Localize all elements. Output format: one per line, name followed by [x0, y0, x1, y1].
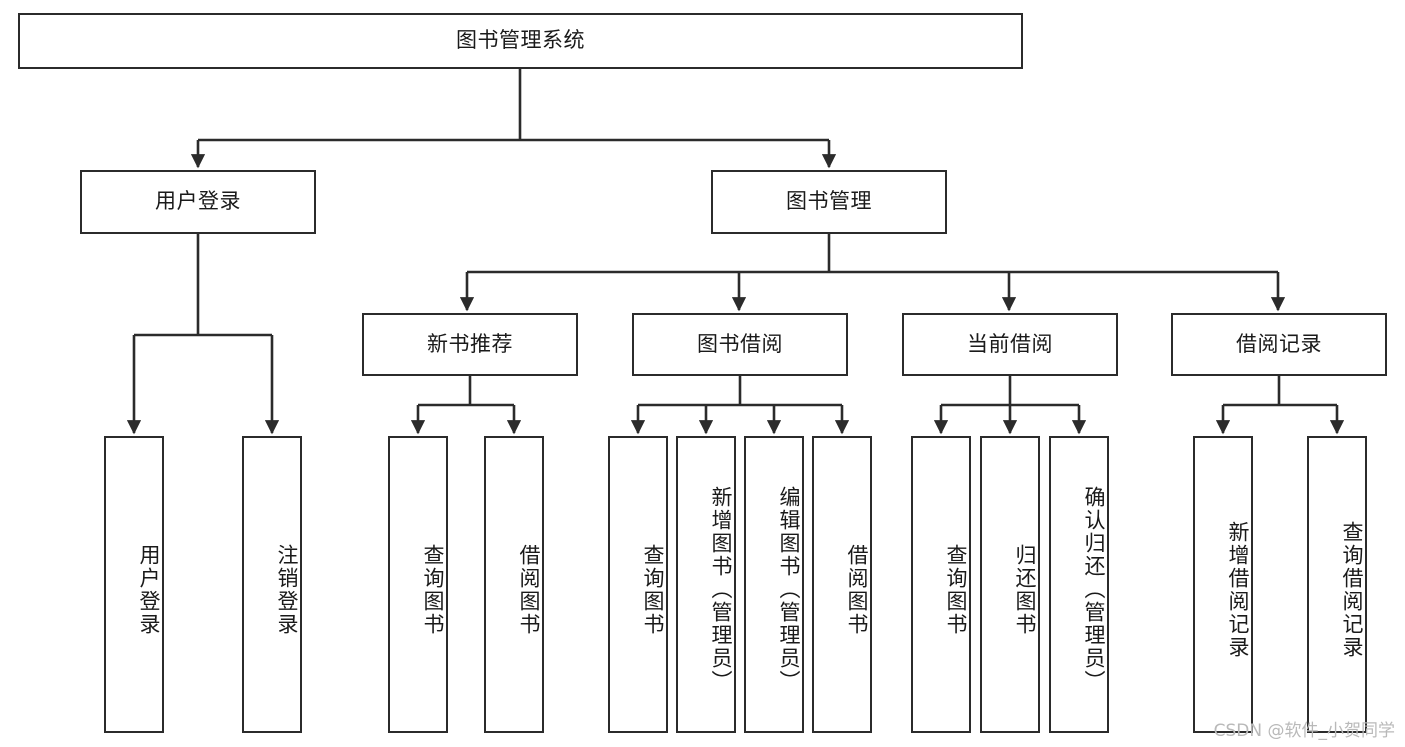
node-leaf-query-record[interactable]: 查询借阅记录 [1307, 436, 1367, 733]
node-leaf-add-book[interactable]: 新增图书（管理员） [676, 436, 736, 733]
node-leaf-return-book[interactable]: 归还图书 [980, 436, 1040, 733]
node-leaf-return-book-label: 归还图书 [1013, 543, 1037, 636]
node-leaf-add-book-label: 新增图书（管理员） [709, 486, 733, 693]
node-leaf-query-book-1[interactable]: 查询图书 [388, 436, 448, 733]
node-leaf-borrow-book-2-label: 借阅图书 [845, 543, 869, 636]
node-new-book-recommend-label: 新书推荐 [427, 331, 513, 356]
node-leaf-confirm-return[interactable]: 确认归还（管理员） [1049, 436, 1109, 733]
node-leaf-query-book-3-label: 查询图书 [944, 543, 968, 636]
node-borrow-record-label: 借阅记录 [1236, 331, 1322, 356]
node-leaf-borrow-book-1-label: 借阅图书 [517, 543, 541, 636]
node-leaf-query-record-label: 查询借阅记录 [1340, 520, 1364, 659]
node-borrow-record[interactable]: 借阅记录 [1171, 313, 1387, 376]
node-book-borrow[interactable]: 图书借阅 [632, 313, 848, 376]
node-user-login[interactable]: 用户登录 [80, 170, 316, 234]
node-leaf-query-book-2-label: 查询图书 [641, 543, 665, 636]
node-leaf-user-login-label: 用户登录 [137, 543, 161, 636]
node-leaf-edit-book-label: 编辑图书（管理员） [777, 486, 801, 693]
node-book-borrow-label: 图书借阅 [697, 331, 783, 356]
node-leaf-query-book-2[interactable]: 查询图书 [608, 436, 668, 733]
node-root[interactable]: 图书管理系统 [18, 13, 1023, 69]
node-user-login-label: 用户登录 [155, 189, 241, 214]
node-book-manage-label: 图书管理 [786, 189, 872, 214]
node-current-borrow-label: 当前借阅 [967, 331, 1053, 356]
node-leaf-borrow-book-1[interactable]: 借阅图书 [484, 436, 544, 733]
node-current-borrow[interactable]: 当前借阅 [902, 313, 1118, 376]
node-leaf-add-record[interactable]: 新增借阅记录 [1193, 436, 1253, 733]
node-leaf-confirm-return-label: 确认归还（管理员） [1082, 486, 1106, 693]
node-new-book-recommend[interactable]: 新书推荐 [362, 313, 578, 376]
node-root-label: 图书管理系统 [456, 28, 585, 53]
node-leaf-user-login[interactable]: 用户登录 [104, 436, 164, 733]
node-leaf-query-book-3[interactable]: 查询图书 [911, 436, 971, 733]
node-leaf-user-logout-label: 注销登录 [275, 543, 299, 636]
node-leaf-user-logout[interactable]: 注销登录 [242, 436, 302, 733]
node-book-manage[interactable]: 图书管理 [711, 170, 947, 234]
node-leaf-query-book-1-label: 查询图书 [421, 543, 445, 636]
node-leaf-edit-book[interactable]: 编辑图书（管理员） [744, 436, 804, 733]
node-leaf-borrow-book-2[interactable]: 借阅图书 [812, 436, 872, 733]
watermark: CSDN @软件_小贺同学 [1213, 721, 1395, 741]
node-leaf-add-record-label: 新增借阅记录 [1226, 520, 1250, 659]
